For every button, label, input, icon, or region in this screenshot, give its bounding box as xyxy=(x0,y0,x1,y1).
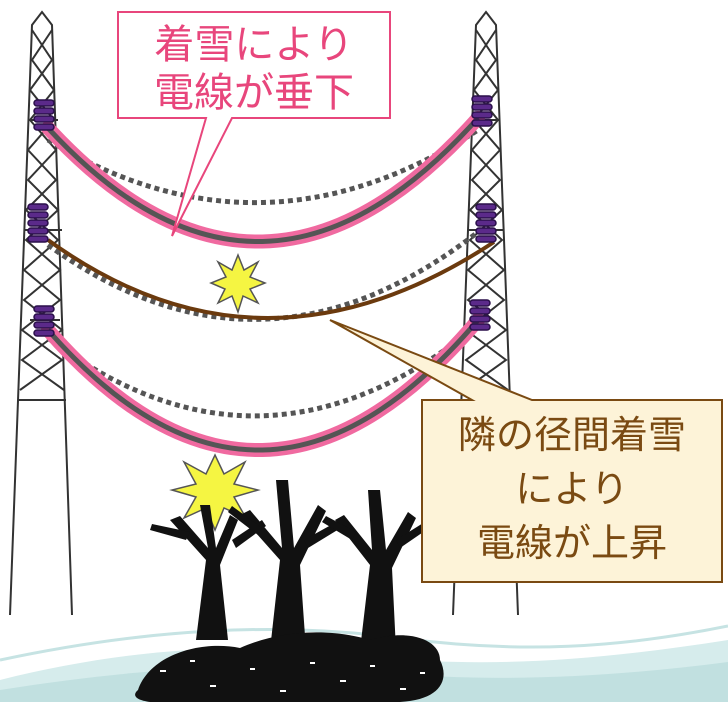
insulators xyxy=(27,95,497,337)
insulator-right-middle xyxy=(475,203,497,243)
spark-wire-contact-icon xyxy=(209,252,268,315)
raised-middle-wire xyxy=(46,238,496,320)
callout-wire-rise-line2: により xyxy=(515,467,628,511)
trees xyxy=(135,480,444,702)
insulator-left-top xyxy=(33,99,55,131)
callout-snow-sag-line2: 電線が垂下 xyxy=(154,70,354,116)
callout-wire-rise: 隣の径間着雪 により 電線が上昇 xyxy=(329,319,723,583)
insulator-left-middle xyxy=(27,203,49,243)
callout-wire-rise-line1: 隣の径間着雪 xyxy=(458,413,686,457)
insulator-right-top xyxy=(471,95,493,127)
callout-snow-sag-line1: 着雪により xyxy=(154,22,353,68)
insulator-right-bottom xyxy=(469,299,491,331)
callout-wire-rise-line3: 電線が上昇 xyxy=(477,521,667,565)
top-snow-laden-wire xyxy=(41,111,485,249)
tree-right xyxy=(322,490,432,650)
ground-mound xyxy=(135,632,444,702)
bottom-snow-laden-wire xyxy=(41,313,485,457)
callout-snow-sag: 着雪により 電線が垂下 xyxy=(117,11,391,237)
tree-center xyxy=(228,480,344,650)
insulator-left-bottom xyxy=(33,305,55,337)
